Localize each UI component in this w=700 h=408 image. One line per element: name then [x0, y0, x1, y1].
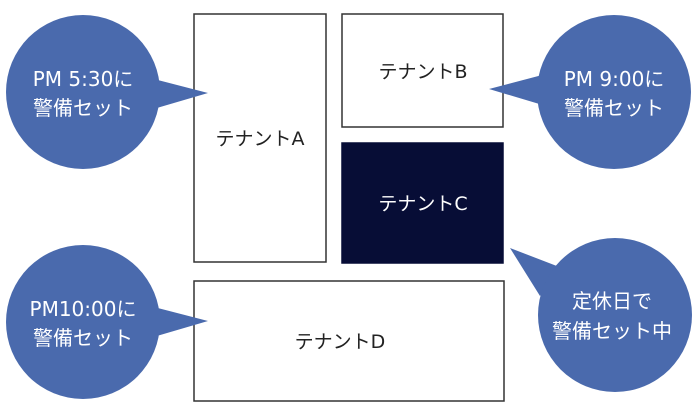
callout-d-line2: 警備セット	[33, 326, 133, 350]
tenant-d-block: テナントD	[193, 280, 505, 402]
tenant-a-box	[193, 13, 327, 263]
tenant-c-box	[341, 142, 504, 264]
callout-d-pointer	[150, 306, 208, 338]
callout-a-line2: 警備セット	[33, 96, 133, 120]
callout-b-line2: 警備セット	[564, 96, 664, 120]
tenant-d-box	[193, 280, 505, 402]
tenant-c-block: テナントC	[341, 142, 504, 264]
callout-d-bubble	[6, 245, 160, 399]
callout-c-bubble	[538, 238, 692, 392]
tenant-a-label: テナントA	[216, 128, 305, 150]
callout-a: PM 5:30に 警備セット	[6, 15, 208, 169]
callout-a-line1: PM 5:30に	[33, 67, 134, 91]
tenant-b-box	[341, 13, 504, 128]
callout-b-line1: PM 9:00に	[564, 67, 665, 91]
tenant-b-block: テナントB	[341, 13, 504, 128]
callout-c: 定休日で 警備セット中	[510, 238, 692, 392]
callout-c-line1: 定休日で	[572, 289, 652, 313]
callout-d-line1: PM10:00に	[30, 297, 137, 321]
callout-c-line2: 警備セット中	[552, 319, 672, 343]
tenant-b-label: テナントB	[378, 61, 467, 83]
callout-b: PM 9:00に 警備セット	[489, 15, 691, 169]
callout-a-bubble	[6, 15, 160, 169]
callout-d: PM10:00に 警備セット	[6, 245, 208, 399]
tenant-a-block: テナントA	[193, 13, 327, 263]
callout-b-bubble	[537, 15, 691, 169]
tenant-c-label: テナントC	[378, 193, 467, 215]
tenant-d-label: テナントD	[295, 331, 386, 353]
callout-b-pointer	[489, 74, 546, 106]
callout-a-pointer	[150, 78, 208, 110]
